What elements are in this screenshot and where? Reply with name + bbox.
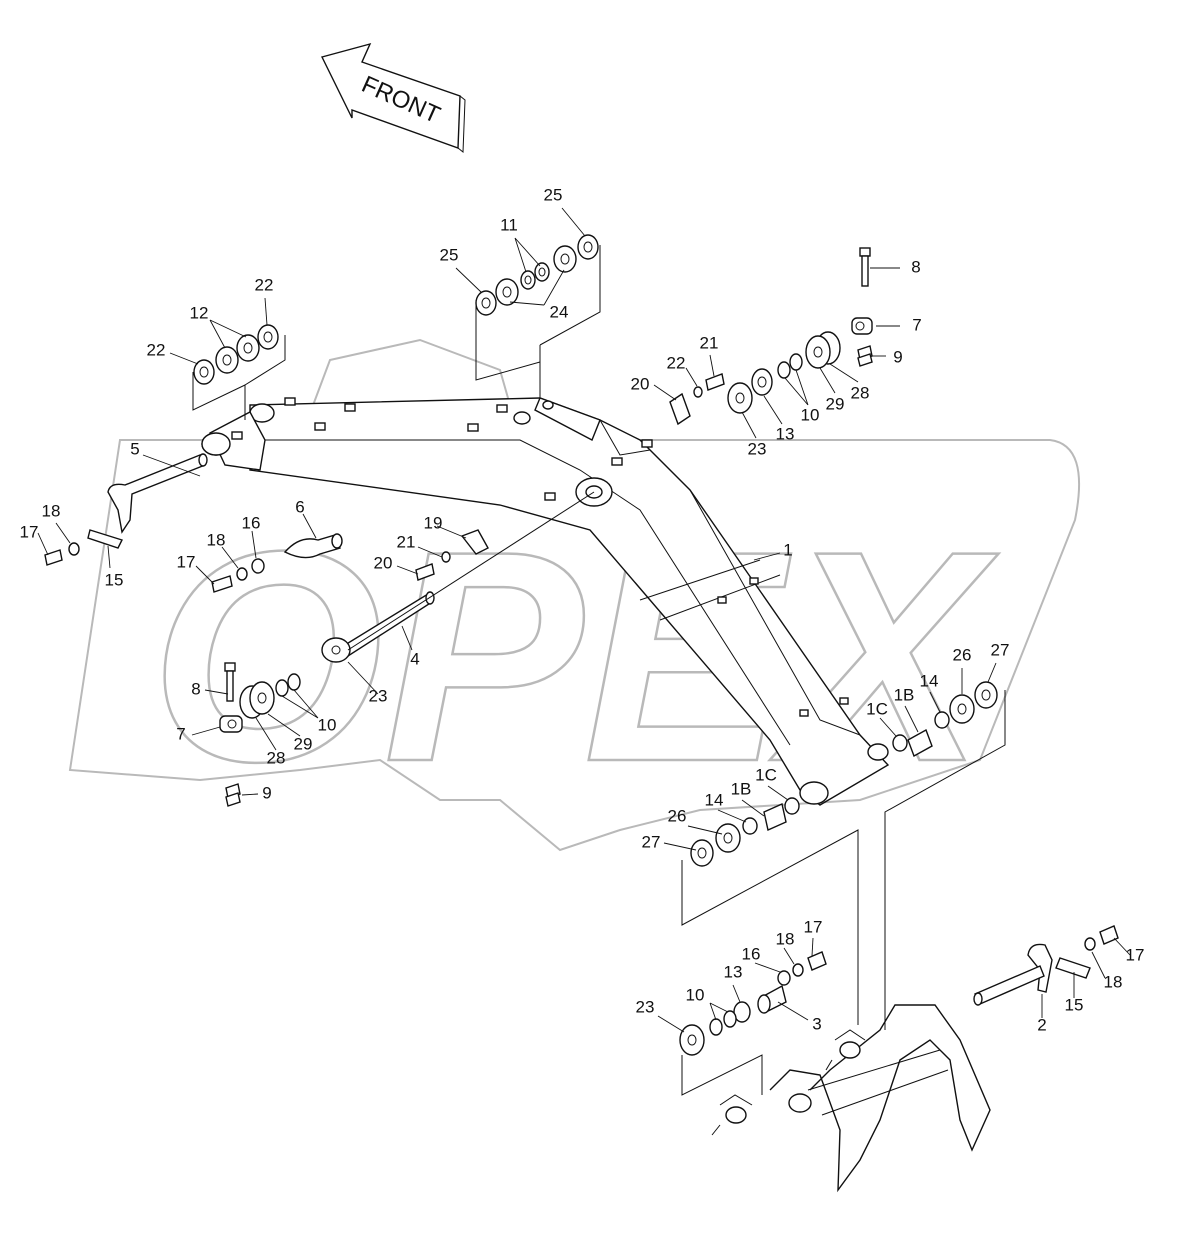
callout-7: 7 [912,315,921,334]
callout-8: 8 [911,257,920,276]
boom-part-1 [201,397,890,806]
boom-tip-parts-right [884,681,1006,1030]
callout-1B: 1B [731,779,752,798]
callout-13: 13 [724,962,743,981]
callout-8: 8 [191,679,200,698]
callout-9: 9 [262,783,271,802]
callout-26: 26 [668,806,687,825]
callout-2: 2 [1037,1015,1046,1034]
center-parts [321,491,595,663]
callout-4: 4 [410,649,419,668]
callout-14: 14 [920,671,939,690]
callout-21: 21 [397,532,416,551]
callout-13: 13 [776,424,795,443]
callout-1C: 1C [866,699,888,718]
callout-18: 18 [776,929,795,948]
callout-19: 19 [424,513,443,532]
callout-20: 20 [631,374,650,393]
callout-14: 14 [705,790,724,809]
callout-17: 17 [804,917,823,936]
callout-22: 22 [667,353,686,372]
lower-right-parts [973,925,1119,1006]
callout-23: 23 [636,997,655,1016]
callout-25: 25 [440,245,459,264]
arm-bracket [711,1004,991,1193]
callout-11: 11 [500,215,518,234]
callout-10: 10 [686,985,705,1004]
callout-10: 10 [801,405,820,424]
callout-10: 10 [318,715,337,734]
front-arrow-shape [320,42,461,149]
callout-17: 17 [177,552,196,571]
boom-tip-parts-left [681,797,859,1025]
callout-18: 18 [207,530,226,549]
callout-9: 9 [893,347,902,366]
leader-lines [37,207,1131,1033]
callout-27: 27 [642,832,661,851]
washer-group-left [192,324,286,420]
callout-labels: 25 11 25 24 22 12 22 8 7 9 21 22 20 28 2… [20,185,1145,1034]
callout-22: 22 [255,275,274,294]
upper-right-parts [669,247,873,426]
callout-7: 7 [176,724,185,743]
lower-center-parts [679,951,827,1096]
callout-6: 6 [295,497,304,516]
callout-26: 26 [953,645,972,664]
callout-20: 20 [374,553,393,572]
callout-1C: 1C [755,765,777,784]
watermark-gear-outline [68,338,1081,852]
callout-22: 22 [147,340,166,359]
callout-25: 25 [544,185,563,204]
callout-17: 17 [1126,945,1145,964]
left-middle-parts [44,453,343,593]
callout-29: 29 [826,394,845,413]
front-arrow: FRONT [320,42,466,154]
callout-21: 21 [700,333,719,352]
callout-28: 28 [267,748,286,767]
lower-left-parts [219,662,301,807]
callout-17: 17 [20,522,39,541]
callout-23: 23 [369,686,388,705]
callout-24: 24 [550,302,569,321]
callout-15: 15 [1065,995,1084,1014]
callout-29: 29 [294,734,313,753]
callout-28: 28 [851,383,870,402]
callout-16: 16 [742,944,761,963]
callout-27: 27 [991,640,1010,659]
callout-16: 16 [242,513,261,532]
callout-15: 15 [105,570,124,589]
boom-tip-boss [799,781,829,805]
callout-23: 23 [748,439,767,458]
callout-18: 18 [42,501,61,520]
callout-3: 3 [812,1014,821,1033]
callout-12: 12 [190,303,209,322]
callout-18: 18 [1104,972,1123,991]
boom-body [249,397,890,806]
callout-5: 5 [130,439,139,458]
washer-group-upper [475,234,601,398]
callout-1: 1 [783,540,792,559]
callout-1B: 1B [894,685,915,704]
